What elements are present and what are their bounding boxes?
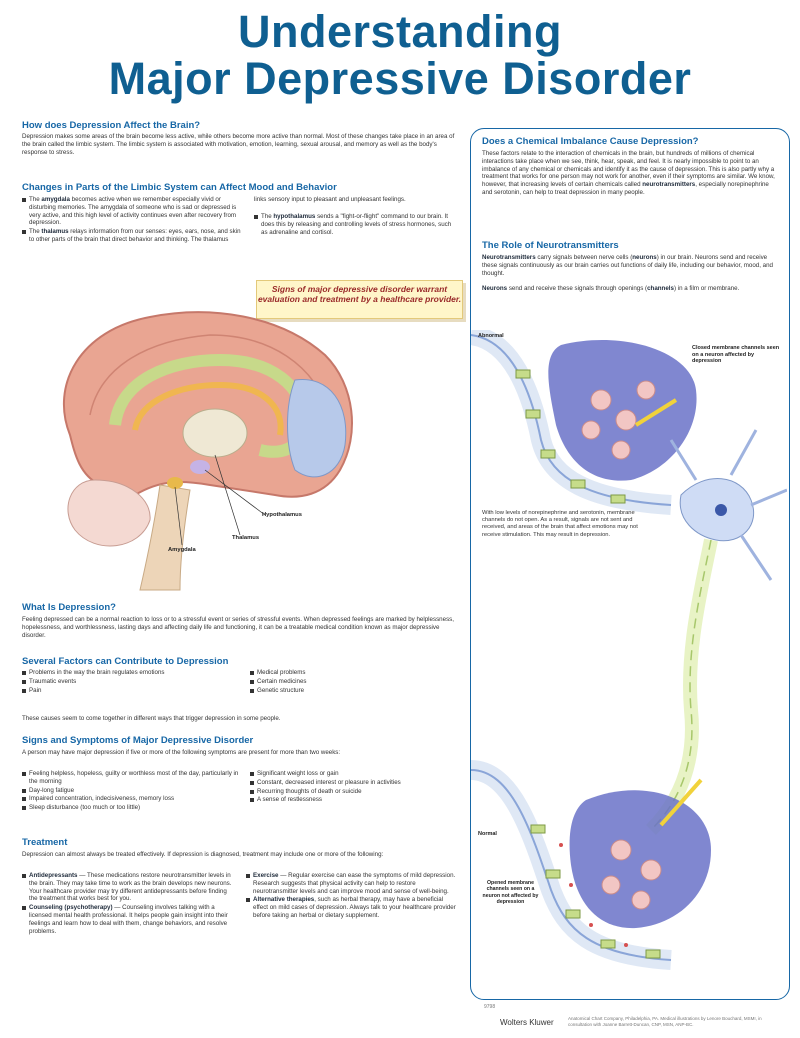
chemical-heading: Does a Chemical Imbalance Cause Depressi…	[482, 136, 699, 147]
limbic-item-amygdala: The amygdala becomes active when we reme…	[22, 196, 242, 227]
arrow-abnormal	[634, 398, 678, 427]
symptom-item: A sense of restlessness	[250, 796, 460, 804]
treatment-heading: Treatment	[22, 837, 68, 848]
fornix	[132, 381, 284, 436]
symptom-item: Recurring thoughts of death or suicide	[250, 788, 460, 796]
label-closed-channels: Closed membrane channels seen on a neuro…	[692, 345, 780, 364]
cortex-folds	[89, 334, 331, 416]
factors-col1: Problems in the way the brain regulates …	[22, 669, 242, 695]
limbic-col2: The hypothalamus sends a "fight-or-fligh…	[254, 213, 459, 237]
treatment-item: Exercise — Regular exercise can ease the…	[246, 872, 456, 895]
signs-heading: Signs and Symptoms of Major Depressive D…	[22, 735, 254, 746]
limbic-heading: Changes in Parts of the Limbic System ca…	[22, 182, 337, 193]
signs-col1: Feeling helpless, hopeless, guilty or wo…	[22, 770, 247, 813]
thalamus-shape	[182, 408, 248, 458]
normal-terminal	[569, 790, 711, 929]
footer-brand: Wolters Kluwer	[500, 1018, 554, 1027]
footer-credit: Anatomical Chart Company, Philadelphia, …	[568, 1016, 762, 1027]
label-hypothalamus: Hypothalamus	[262, 512, 302, 518]
factor-item: Genetic structure	[250, 687, 450, 695]
symptom-item: Day-long fatigue	[22, 787, 247, 795]
factor-item: Problems in the way the brain regulates …	[22, 669, 242, 677]
signs-col2: Significant weight loss or gain Constant…	[250, 770, 460, 805]
label-abnormal: Abnormal	[478, 333, 504, 339]
open-channels	[530, 824, 661, 959]
neuro-p1: Neurotransmitters carry signals between …	[482, 254, 773, 277]
factors-col2: Medical problems Certain medicines Genet…	[250, 669, 450, 695]
symptom-item: Constant, decreased interest or pleasure…	[250, 779, 460, 787]
limbic-col1: The amygdala becomes active when we reme…	[22, 196, 242, 245]
factors-heading: Several Factors can Contribute to Depres…	[22, 656, 229, 667]
cerebellum	[67, 479, 151, 547]
brainstem	[139, 484, 191, 591]
amygdala-shape	[167, 477, 183, 489]
neuron-diagram	[471, 330, 787, 970]
treatment-intro: Depression can almost always be treated …	[22, 851, 384, 858]
label-thalamus: Thalamus	[232, 535, 260, 541]
what-body: Feeling depressed can be a normal reacti…	[22, 616, 454, 639]
symptom-item: Sleep disturbance (too much or too littl…	[22, 804, 247, 812]
treatment-item: Counseling (psychotherapy) — Counseling …	[22, 904, 237, 935]
footer-code: 9798	[484, 1004, 496, 1010]
page-title-line2: Major Depressive Disorder	[108, 53, 692, 104]
factor-item: Certain medicines	[250, 678, 450, 686]
factor-item: Pain	[22, 687, 242, 695]
treatment-item: Antidepressants — These medications rest…	[22, 872, 237, 903]
callout-text: Signs of major depressive disorder warra…	[257, 284, 462, 304]
hypothalamus-shape	[190, 460, 210, 474]
factor-item: Medical problems	[250, 669, 450, 677]
arrow-normal	[659, 778, 703, 827]
symptom-item: Impaired concentration, indecisiveness, …	[22, 795, 247, 803]
treatment-col1: Antidepressants — These medications rest…	[22, 872, 237, 936]
what-heading: What Is Depression?	[22, 602, 116, 613]
occipital-lobe	[287, 378, 347, 478]
brain-body: Depression makes some areas of the brain…	[22, 133, 455, 156]
chemical-body: These factors relate to the interaction …	[482, 150, 775, 196]
limbic-col2-cont: links sensory input to pleasant and unpl…	[254, 196, 406, 203]
signs-intro: A person may have major depression if fi…	[22, 749, 341, 756]
limbic-item-hypothalamus: The hypothalamus sends a "fight-or-fligh…	[254, 213, 459, 236]
label-amygdala: Amygdala	[168, 547, 196, 553]
neuro-p2: Neurons send and receive these signals t…	[482, 285, 740, 292]
treatment-item: Alternative therapies, such as herbal th…	[246, 896, 456, 919]
factor-item: Traumatic events	[22, 678, 242, 686]
brain-illustration	[62, 311, 353, 591]
brain-heading: How does Depression Affect the Brain?	[22, 120, 201, 131]
factors-note: These causes seem to come together in di…	[22, 715, 281, 722]
neuro-heading: The Role of Neurotransmitters	[482, 240, 619, 251]
warning-callout: Signs of major depressive disorder warra…	[256, 280, 463, 319]
low-levels-text: With low levels of norepinephrine and se…	[482, 510, 638, 538]
label-normal: Normal	[478, 831, 497, 837]
symptom-item: Feeling helpless, hopeless, guilty or wo…	[22, 770, 247, 786]
closed-channels	[515, 369, 626, 504]
page-title-line1: Understanding	[237, 6, 562, 57]
symptom-item: Significant weight loss or gain	[250, 770, 460, 778]
label-opened-channels: Opened membrane channels seen on a neuro…	[482, 880, 539, 905]
treatment-col2: Exercise — Regular exercise can ease the…	[246, 872, 456, 921]
limbic-item-thalamus: The thalamus relays information from our…	[22, 228, 242, 244]
